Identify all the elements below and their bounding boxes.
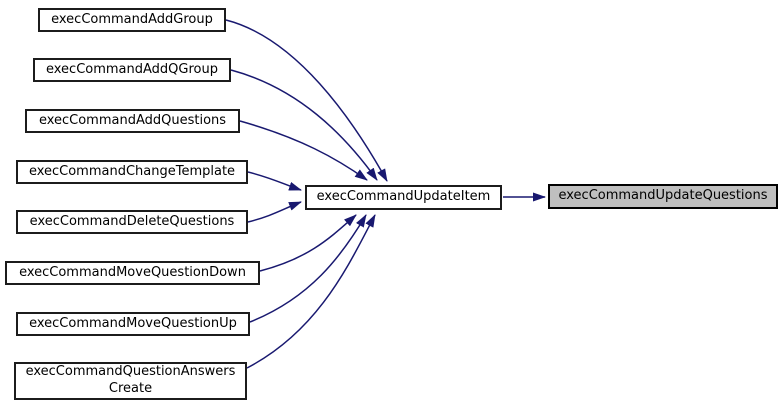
edge-movequestiondown-to-updateitem: [259, 214, 357, 272]
node-execCommandChangeTemplate[interactable]: execCommandChangeTemplate: [16, 160, 248, 184]
edge-questionanswerscreate-to-updateitem: [246, 214, 376, 369]
node-execCommandAddGroup[interactable]: execCommandAddGroup: [38, 8, 226, 32]
node-execCommandUpdateQuestions: execCommandUpdateQuestions: [548, 184, 778, 209]
node-execCommandQuestionAnswersCreate[interactable]: execCommandQuestionAnswers Create: [14, 362, 247, 400]
node-execCommandDeleteQuestions[interactable]: execCommandDeleteQuestions: [16, 210, 248, 234]
node-execCommandMoveQuestionDown[interactable]: execCommandMoveQuestionDown: [5, 261, 260, 285]
edge-deletequestions-to-updateitem: [247, 201, 302, 223]
edge-addqgroup-to-updateitem: [230, 69, 378, 181]
edge-addquestions-to-updateitem: [239, 120, 368, 181]
edge-movequestionup-to-updateitem: [249, 214, 367, 323]
node-execCommandMoveQuestionUp[interactable]: execCommandMoveQuestionUp: [16, 312, 250, 336]
edge-changetemplate-to-updateitem: [247, 171, 302, 191]
edge-addgroup-to-updateitem: [225, 19, 388, 182]
node-execCommandAddQGroup[interactable]: execCommandAddQGroup: [33, 58, 231, 82]
node-execCommandAddQuestions[interactable]: execCommandAddQuestions: [25, 109, 240, 133]
node-execCommandUpdateItem[interactable]: execCommandUpdateItem: [305, 185, 502, 210]
